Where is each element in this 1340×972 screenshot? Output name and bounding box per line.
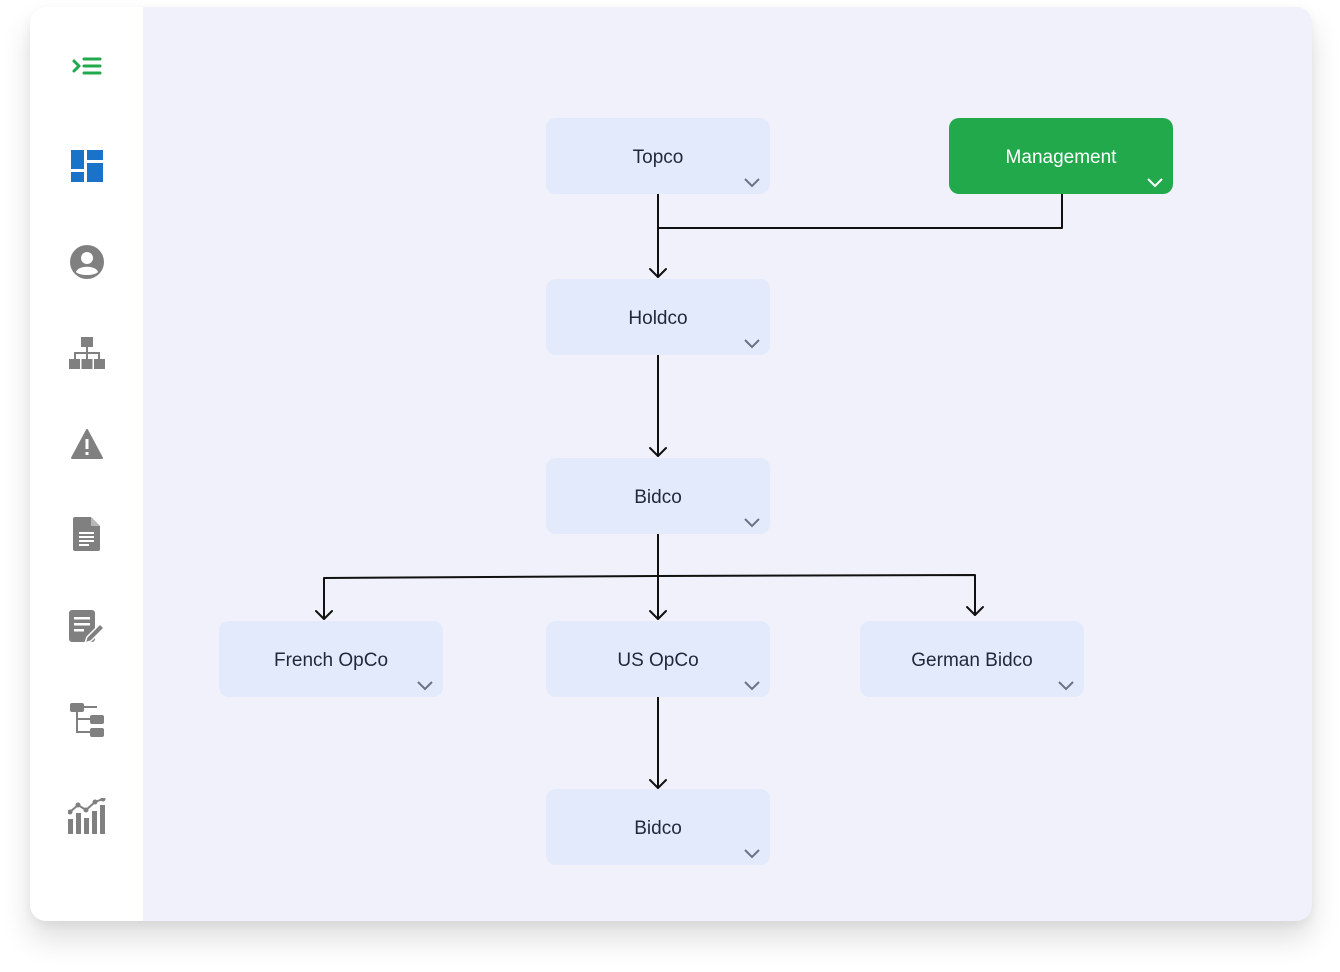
arrowhead-holdco — [649, 268, 667, 278]
node-management[interactable]: Management — [949, 118, 1173, 194]
node-bidco[interactable]: Bidco — [546, 458, 770, 534]
analytics-icon — [68, 798, 106, 834]
nav-edit-documents[interactable] — [66, 607, 108, 649]
connector-bidco-french-opco — [323, 575, 659, 620]
node-holdco[interactable]: Holdco — [546, 279, 770, 355]
node-label: Topco — [632, 147, 684, 168]
arrowhead-german-bidco — [966, 606, 984, 616]
user-icon — [70, 245, 104, 279]
arrowhead-us-bidco — [649, 779, 667, 789]
node-label: Holdco — [628, 308, 688, 329]
warning-icon — [71, 429, 103, 459]
node-us-opco[interactable]: US OpCo — [546, 621, 770, 697]
document-icon — [73, 517, 100, 551]
app-window: Topco Management Holdco Bidco French OpC… — [30, 7, 1312, 921]
nav-workflow[interactable] — [66, 699, 108, 741]
connector-management-holdco — [657, 193, 1063, 229]
node-german-bidco[interactable]: German Bidco — [860, 621, 1084, 697]
chevron-down-icon[interactable] — [1147, 178, 1163, 188]
node-label: French OpCo — [273, 650, 389, 671]
node-topco[interactable]: Topco — [546, 118, 770, 194]
node-label: US OpCo — [617, 650, 699, 671]
node-label: Bidco — [634, 818, 682, 839]
structure-canvas: Topco Management Holdco Bidco French OpC… — [143, 7, 1312, 921]
dashboard-icon — [71, 150, 103, 182]
connectors-layer — [315, 193, 1063, 789]
node-us-bidco[interactable]: Bidco — [546, 789, 770, 865]
node-french-opco[interactable]: French OpCo — [219, 621, 443, 697]
chevron-down-icon[interactable] — [744, 518, 760, 528]
chevron-down-icon[interactable] — [744, 339, 760, 349]
sidebar — [30, 7, 143, 921]
nav-alerts[interactable] — [66, 423, 108, 465]
arrowhead-french-opco — [315, 610, 333, 620]
nav-documents[interactable] — [66, 513, 108, 555]
chevron-down-icon[interactable] — [744, 849, 760, 859]
edit-document-icon — [69, 610, 105, 645]
chevron-down-icon[interactable] — [417, 681, 433, 691]
chevron-down-icon[interactable] — [1058, 681, 1074, 691]
org-chart-icon — [69, 337, 105, 369]
arrowhead-bidco — [649, 447, 667, 457]
arrowhead-us-opco — [649, 610, 667, 620]
nav-profile[interactable] — [66, 241, 108, 283]
expand-menu-icon — [72, 57, 102, 75]
node-label: German Bidco — [911, 650, 1033, 671]
chevron-down-icon[interactable] — [744, 681, 760, 691]
nav-analytics[interactable] — [66, 795, 108, 837]
node-label: Management — [1005, 147, 1117, 168]
workflow-icon — [70, 703, 104, 737]
chevron-down-icon[interactable] — [744, 178, 760, 188]
nav-structure[interactable] — [66, 333, 108, 375]
nav-dashboard[interactable] — [66, 145, 108, 187]
expand-menu-button[interactable] — [66, 47, 108, 89]
node-label: Bidco — [634, 487, 682, 508]
connector-bidco-german-bidco — [657, 574, 976, 616]
